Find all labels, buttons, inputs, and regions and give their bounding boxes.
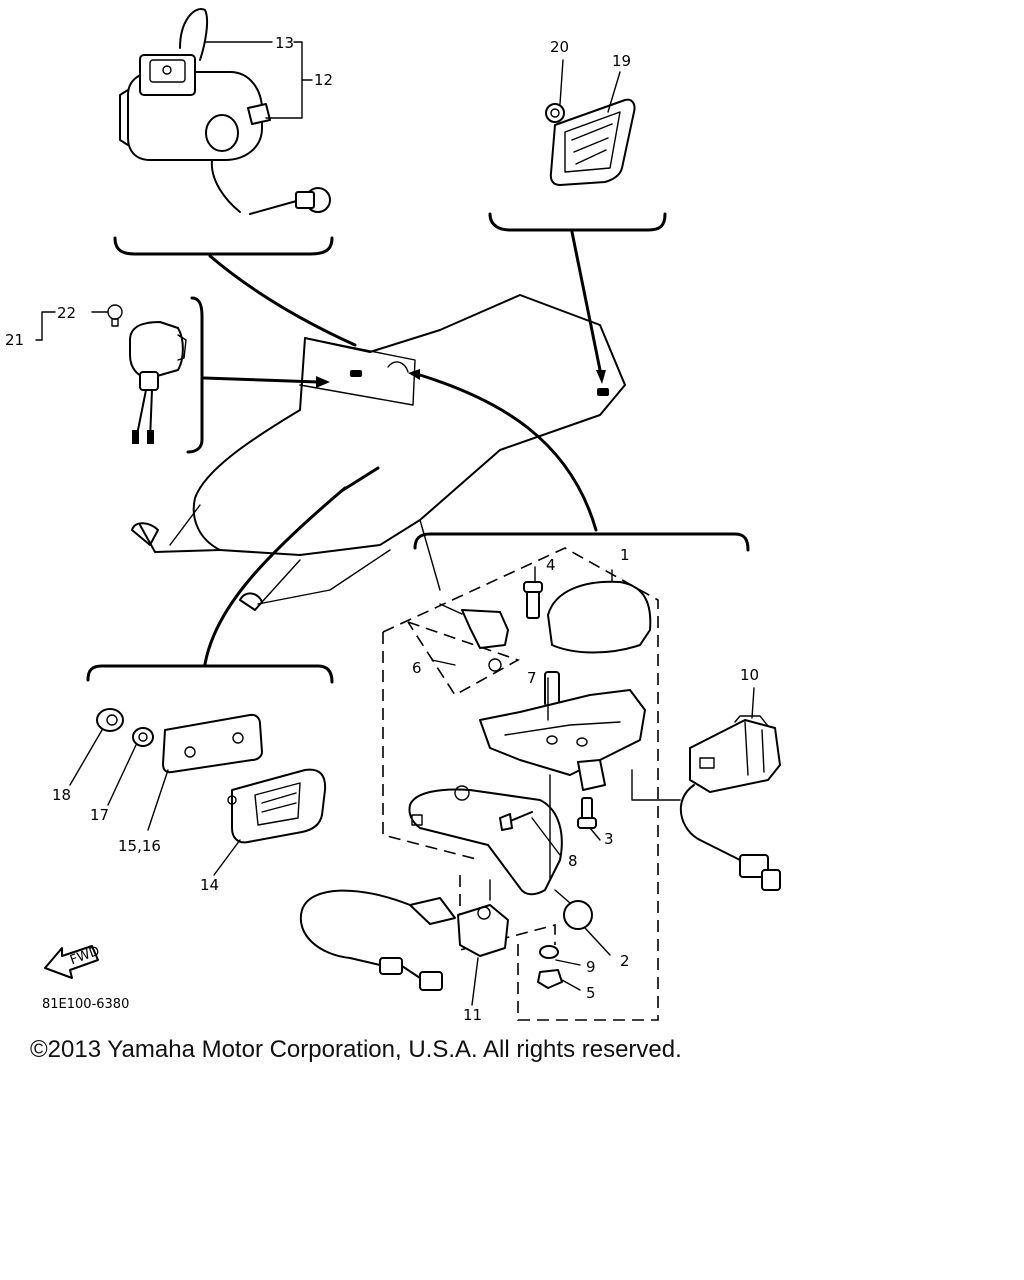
group-bracket-reflector xyxy=(488,212,667,232)
fwd-arrow-icon: FWD xyxy=(44,944,102,979)
console-assembly xyxy=(119,8,331,215)
label-part-17: 17 xyxy=(90,806,109,824)
label-part-2: 2 xyxy=(620,952,630,970)
label-part-22: 22 xyxy=(57,304,76,322)
label-part-1: 1 xyxy=(620,546,630,564)
tail-lamp xyxy=(69,708,327,876)
label-part-4: 4 xyxy=(546,556,556,574)
leader-taillamp-to-body xyxy=(203,486,347,666)
label-part-3: 3 xyxy=(604,830,614,848)
parts-diagram: FWD 13 12 20 19 22 21 1 4 6 7 10 18 17 3… xyxy=(5,8,781,1024)
label-part-15-16: 15,16 xyxy=(118,837,161,855)
label-part-11: 11 xyxy=(463,1006,482,1024)
label-part-10: 10 xyxy=(740,666,759,684)
label-part-9: 9 xyxy=(586,958,596,976)
label-part-20: 20 xyxy=(550,38,569,56)
part-labels: 13 12 20 19 22 21 1 4 6 7 10 18 17 3 15,… xyxy=(5,34,759,1024)
group-bracket-console xyxy=(113,236,334,256)
throttle-housing-box xyxy=(382,547,659,1021)
label-part-18: 18 xyxy=(52,786,71,804)
rear-reflector xyxy=(545,59,636,186)
label-part-21: 21 xyxy=(5,331,24,349)
leader-switch-to-body xyxy=(418,373,598,532)
group-bracket-throttle xyxy=(413,532,750,552)
copyright-notice: ©2013 Yamaha Motor Corporation, U.S.A. A… xyxy=(30,1036,682,1063)
label-part-7: 7 xyxy=(527,669,537,687)
label-part-5: 5 xyxy=(586,984,596,1002)
label-part-6: 6 xyxy=(412,659,422,677)
group-bracket-socket xyxy=(186,296,204,454)
drawing-code: 81E100-6380 xyxy=(42,997,129,1012)
snowmobile-body xyxy=(131,294,626,611)
leader-console-to-body xyxy=(208,254,357,347)
label-part-12: 12 xyxy=(314,71,333,89)
label-part-14: 14 xyxy=(200,876,219,894)
label-part-8: 8 xyxy=(568,852,578,870)
label-part-19: 19 xyxy=(612,52,631,70)
control-unit xyxy=(631,687,781,891)
label-part-13: 13 xyxy=(275,34,294,52)
leader-reflector-to-body xyxy=(570,230,602,372)
group-bracket-taillamp xyxy=(86,664,334,684)
bulb-socket xyxy=(35,304,187,444)
leader-socket-to-body xyxy=(202,376,320,384)
throttle-parts xyxy=(299,566,652,1006)
